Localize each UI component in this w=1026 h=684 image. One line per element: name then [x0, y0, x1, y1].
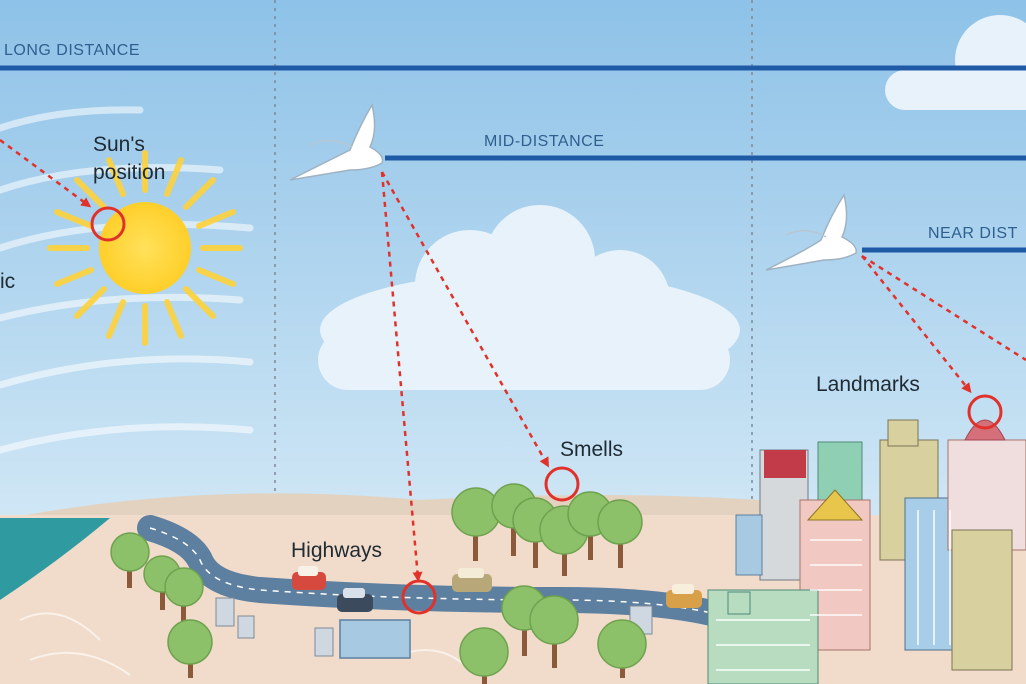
highways-label: Highways	[291, 539, 383, 562]
target-sun	[90, 206, 126, 242]
smells-label: Smells	[560, 438, 624, 461]
mid-distance-label: MID-DISTANCE	[484, 133, 605, 150]
cue-arrows	[0, 138, 1026, 582]
distance-bands	[0, 65, 1026, 253]
arrow-sun	[0, 138, 92, 208]
sea	[0, 518, 110, 600]
city-skyline	[707, 419, 1026, 684]
target-highways	[401, 579, 437, 615]
cloud-mid	[318, 205, 740, 390]
arrow-offscreen	[861, 254, 1026, 362]
bird-near	[765, 193, 857, 271]
arrow-highways	[380, 171, 423, 582]
landmarks-label: Landmarks	[816, 373, 920, 396]
target-circles	[90, 206, 1003, 615]
car-orange	[666, 584, 702, 608]
car-tan	[452, 568, 492, 592]
car-red	[292, 566, 326, 590]
bird-mid	[289, 103, 384, 181]
arrow-landmarks	[861, 255, 972, 394]
car-dark	[337, 588, 373, 612]
magnetic-label-fragment: ic	[0, 270, 16, 293]
near-distance-label: NEAR DIST	[928, 225, 1018, 242]
highway-center-line	[149, 527, 721, 616]
cloud-top-right	[885, 15, 1026, 110]
sun-position-label: Sun's position	[93, 133, 166, 184]
trees	[110, 483, 647, 684]
sun	[47, 150, 243, 346]
long-distance-label: LONG DISTANCE	[4, 42, 140, 59]
small-buildings	[215, 597, 653, 659]
target-landmarks	[967, 394, 1003, 430]
target-smells	[544, 466, 580, 502]
